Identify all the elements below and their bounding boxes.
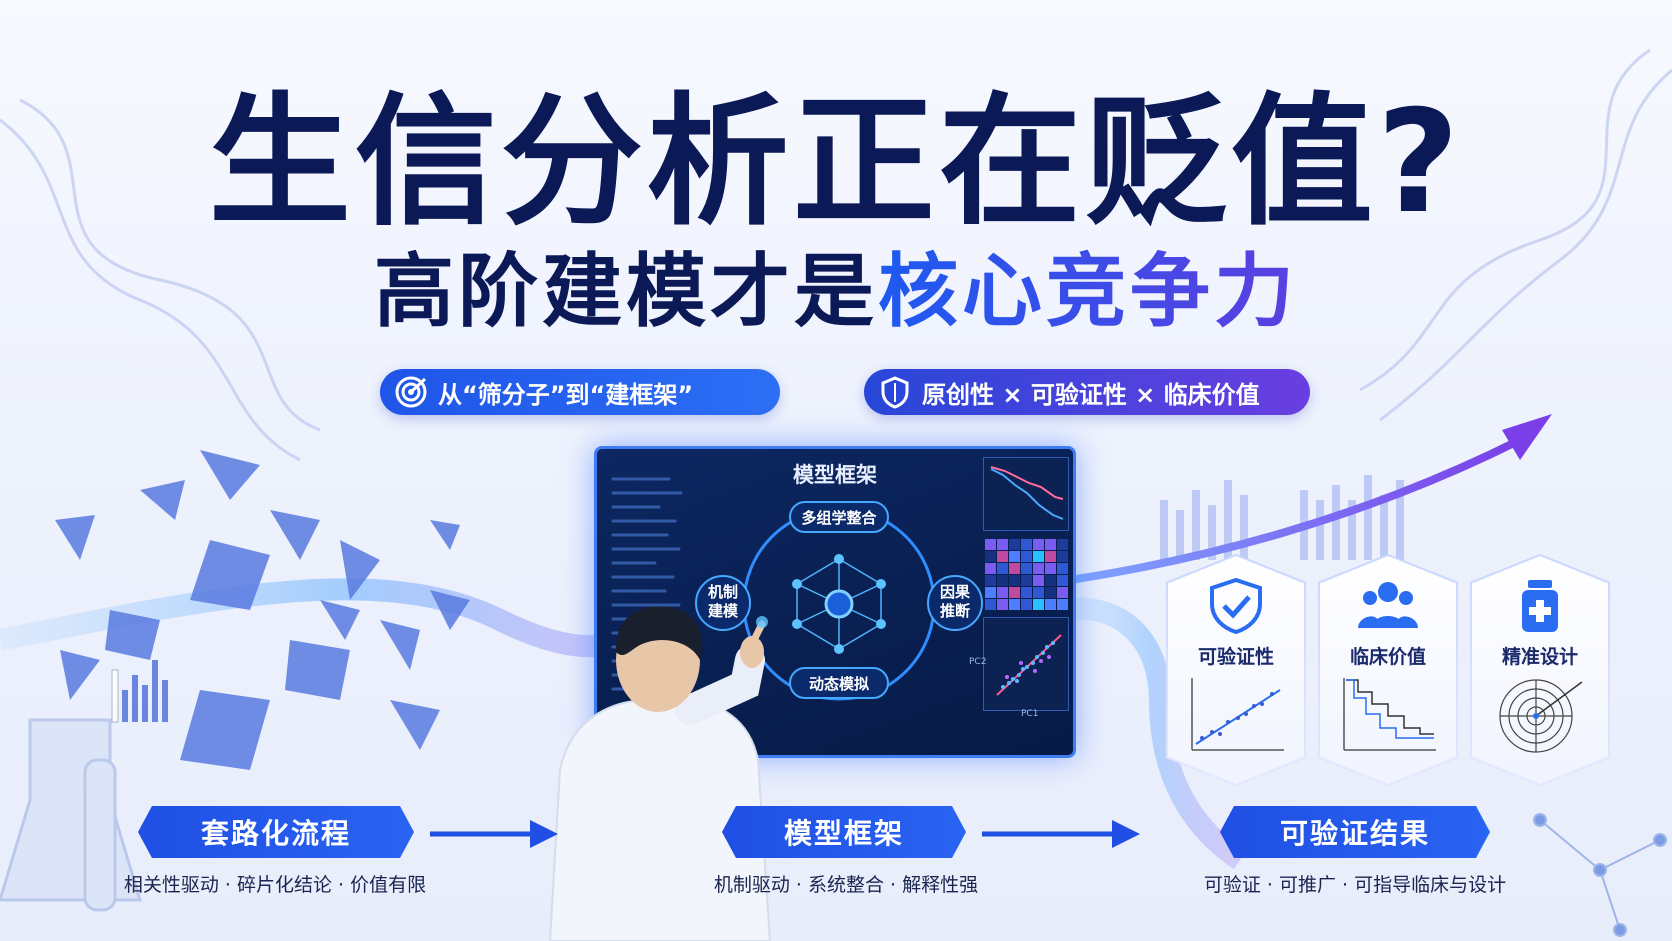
heatmap-cell [985,563,996,574]
heatmap-cell [1021,563,1032,574]
stage-routine-workflow: 套路化流程 [138,806,414,858]
heatmap-cell [985,587,996,598]
node-mechanism: 机制 建模 [695,575,751,631]
heatmap-cell [997,575,1008,586]
heatmap-cell [1057,587,1068,598]
heatmap-cell [985,599,996,610]
heatmap-cell [1057,575,1068,586]
pill-from-to: 从“筛分子”到“建框架” [380,369,780,415]
heatmap-cell [1021,599,1032,610]
heatmap-cell [997,599,1008,610]
scatter-y-label: PC2 [969,657,987,667]
subtitle-part1: 高阶建模才是 [374,245,878,338]
dna-helix-left [0,98,321,462]
card-label: 临床价值 [1349,646,1426,668]
target-icon [395,376,427,408]
page-title: 生信分析正在贬值? [208,80,1464,245]
heatmap-cell [1033,587,1044,598]
model-framework-screen: 模型框架 多组学整合 动态模拟 机 [594,446,1076,758]
line-mini-chart [983,457,1069,531]
heatmap-cell [1045,539,1056,550]
survival-curve-chart [1343,678,1436,751]
mini-bar-chart-left [111,660,168,723]
heatmap-cell [985,575,996,586]
flow-arrow-2 [982,820,1140,848]
heatmap-cell [1009,599,1020,610]
heatmap-cell [997,563,1008,574]
flow-arrow-1 [430,820,558,848]
people-icon [1358,582,1418,628]
medicine-bottle-icon [1522,580,1558,632]
page-subtitle: 高阶建模才是核心竞争力 [0,248,1672,336]
heatmap-mini [985,539,1068,610]
heatmap-cell [1009,575,1020,586]
heatmap-cell [997,551,1008,562]
stage-desc-results: 可验证 · 可推广 · 可指导临床与设计 [1203,874,1507,896]
scatter-x-label: PC1 [1021,709,1039,719]
screen-title: 模型框架 [793,463,877,487]
heatmap-cell [1057,551,1068,562]
heatmap-cell [1009,587,1020,598]
subtitle-part2: 核心竞争力 [878,245,1298,338]
target-rings-chart [1499,679,1583,753]
node-dynamic-sim: 动态模拟 [789,667,889,699]
network-nodes [1533,813,1667,937]
stage-desc-routine: 相关性驱动 · 碎片化结论 · 价值有限 [123,874,427,896]
heatmap-cell [1057,539,1068,550]
heatmap-cell [1009,539,1020,550]
heatmap-cell [1021,587,1032,598]
heatmap-cell [1009,551,1020,562]
pill-criteria: 原创性 × 可验证性 × 临床价值 [864,369,1310,415]
heatmap-cell [1045,563,1056,574]
scatter-mini-chart [983,617,1069,711]
heatmap-cell [1033,551,1044,562]
pill-right-label: 原创性 × 可验证性 × 临床价值 [922,380,1260,409]
heatmap-cell [1045,551,1056,562]
heatmap-cell [985,539,996,550]
heatmap-cell [1045,575,1056,586]
fragments [55,450,470,770]
shield-check-icon [1210,578,1262,634]
heatmap-cell [1057,599,1068,610]
heatmap-cell [997,539,1008,550]
heatmap-cell [985,551,996,562]
scatter-trend-chart [1191,678,1284,751]
card-label: 精准设计 [1501,646,1578,668]
stage-model-framework: 模型框架 [722,806,966,858]
heatmap-cell [1045,587,1056,598]
heatmap-cell [1009,563,1020,574]
scientist-figure [548,606,772,941]
node-causal: 因果 推断 [927,575,983,631]
heatmap-cell [997,587,1008,598]
flask-icon [0,718,143,912]
stage-desc-framework: 机制驱动 · 系统整合 · 解释性强 [713,874,979,896]
heatmap-cell [1021,551,1032,562]
pill-left-label: 从“筛分子”到“建框架” [438,380,694,409]
stage-verifiable-results: 可验证结果 [1220,806,1490,858]
heatmap-cell [1021,539,1032,550]
shield-icon [881,376,909,409]
bar-histogram-right [1160,475,1404,560]
heatmap-cell [1045,599,1056,610]
heatmap-cell [1033,575,1044,586]
heatmap-cell [1033,599,1044,610]
heatmap-cell [1033,563,1044,574]
heatmap-cell [1057,563,1068,574]
heatmap-cell [1033,539,1044,550]
heatmap-cell [1021,575,1032,586]
node-multi-omics: 多组学整合 [789,501,889,533]
dna-helix-right [1359,48,1672,422]
card-label: 可验证性 [1197,646,1274,668]
